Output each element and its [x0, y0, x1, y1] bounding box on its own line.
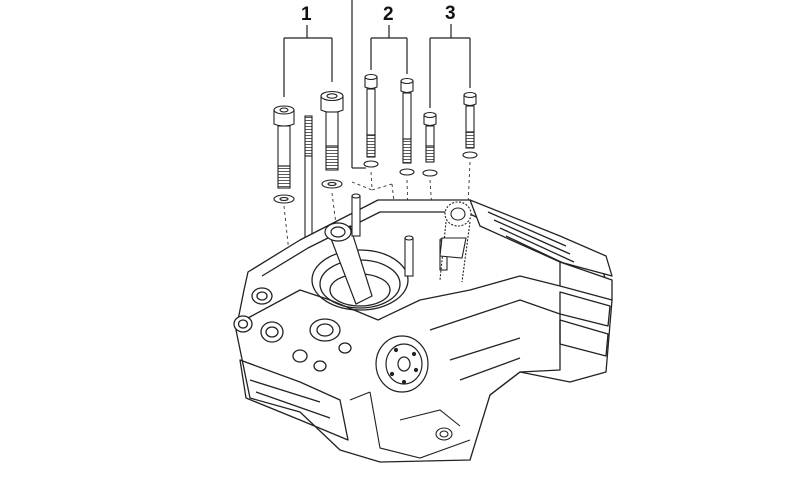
callout-bracket-3 — [429, 24, 471, 108]
callout-bracket-2 — [370, 25, 408, 74]
callout-label-2: 2 — [383, 4, 394, 25]
leader-line-top — [351, 0, 366, 169]
bolt-2b — [399, 77, 415, 176]
lower-casing — [349, 391, 471, 459]
bolt-1a — [273, 105, 295, 204]
rotor-hub — [375, 335, 429, 393]
engine-block — [233, 199, 613, 463]
bolt-2a — [363, 73, 379, 168]
bolt-3a — [422, 111, 438, 177]
callout-label-1: 1 — [301, 4, 312, 25]
bolt-1b — [320, 90, 344, 189]
callout-bracket-1 — [283, 25, 333, 97]
cam-chain — [439, 201, 472, 283]
bolt-3b — [462, 91, 478, 159]
callout-label-3: 3 — [445, 3, 456, 24]
connecting-rod — [324, 222, 373, 305]
